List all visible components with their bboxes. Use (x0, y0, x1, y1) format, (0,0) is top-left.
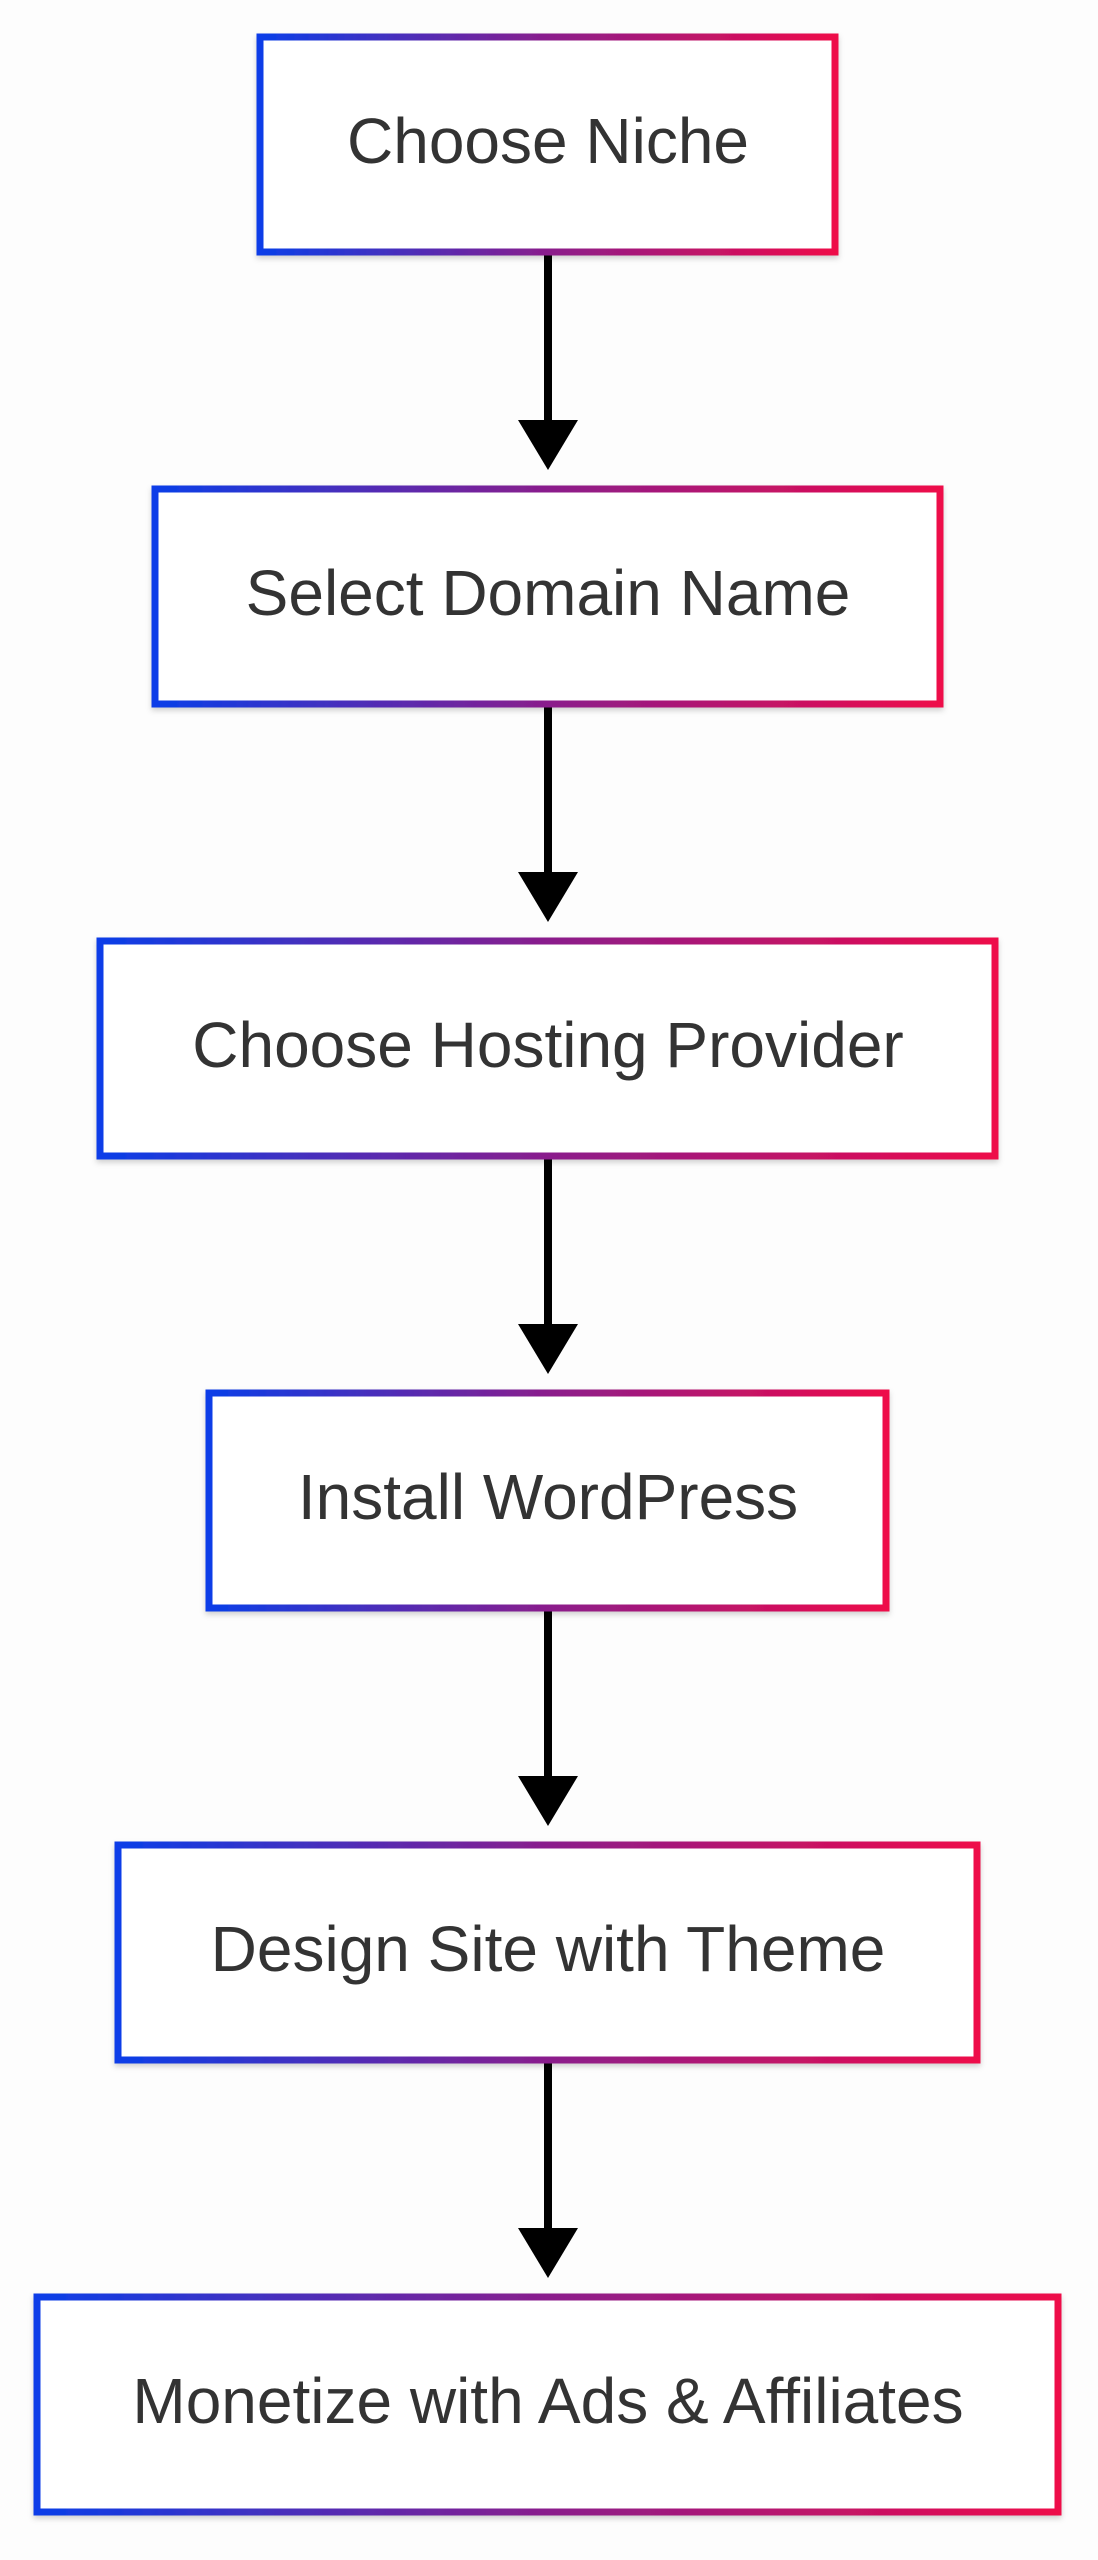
node-design-site-with-theme[interactable]: Design Site with Theme (114, 1841, 981, 2064)
node-box (96, 937, 999, 1160)
edge-select-domain-name-to-choose-hosting-provider (518, 705, 578, 922)
node-monetize-with-ads-affiliates[interactable]: Monetize with Ads & Affiliates (33, 2293, 1062, 2516)
node-box (151, 485, 944, 708)
node-install-wordpress[interactable]: Install WordPress (205, 1389, 890, 1612)
node-label: Choose Hosting Provider (192, 1009, 903, 1081)
edge-choose-hosting-provider-to-install-wordpress (518, 1157, 578, 1374)
arrowhead-icon (518, 420, 578, 470)
node-label: Monetize with Ads & Affiliates (132, 2365, 963, 2437)
node-box (256, 33, 839, 256)
node-label: Choose Niche (347, 105, 749, 177)
node-label: Install WordPress (298, 1461, 798, 1533)
node-select-domain-name[interactable]: Select Domain Name (151, 485, 944, 708)
arrowhead-icon (518, 872, 578, 922)
node-box (33, 2293, 1062, 2516)
node-choose-hosting-provider[interactable]: Choose Hosting Provider (96, 937, 999, 1160)
arrowhead-icon (518, 2228, 578, 2278)
node-choose-niche[interactable]: Choose Niche (256, 33, 839, 256)
node-box (205, 1389, 890, 1612)
node-box (114, 1841, 981, 2064)
arrowhead-icon (518, 1324, 578, 1374)
arrowhead-icon (518, 1776, 578, 1826)
edge-design-site-with-theme-to-monetize-with-ads-affiliates (518, 2061, 578, 2278)
edge-choose-niche-to-select-domain-name (518, 253, 578, 470)
node-label: Design Site with Theme (211, 1913, 886, 1985)
edge-install-wordpress-to-design-site-with-theme (518, 1609, 578, 1826)
node-label: Select Domain Name (246, 557, 851, 629)
